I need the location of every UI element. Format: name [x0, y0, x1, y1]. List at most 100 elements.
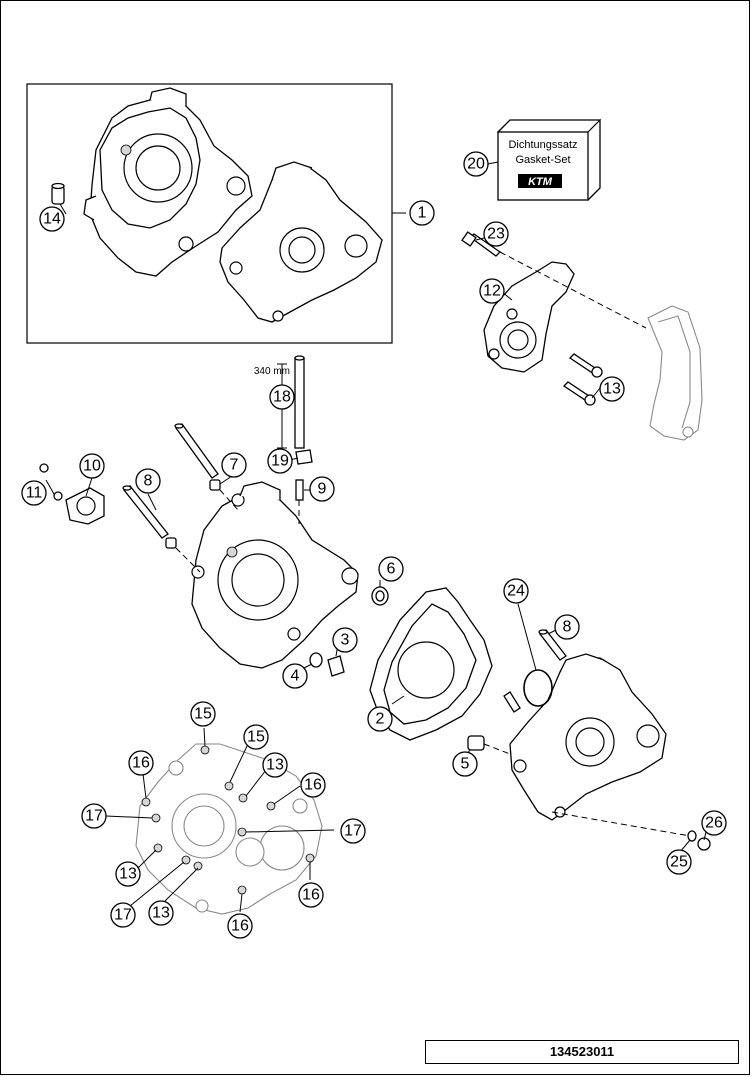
- svg-text:18: 18: [273, 389, 291, 406]
- callout-7: 7: [221, 452, 247, 478]
- callout-12: 12: [479, 278, 505, 304]
- svg-text:13: 13: [119, 866, 137, 883]
- washer-25: [687, 830, 697, 842]
- screw-plug-3: [327, 655, 345, 677]
- svg-text:10: 10: [83, 458, 101, 475]
- svg-text:15: 15: [194, 706, 212, 723]
- dowel-7: [174, 423, 221, 491]
- callout-3: 3: [332, 627, 358, 653]
- svg-text:16: 16: [304, 777, 322, 794]
- dowel-8-left: [122, 485, 177, 549]
- svg-text:13: 13: [603, 381, 621, 398]
- callout-13-c: 13: [115, 861, 141, 887]
- callout-5: 5: [452, 751, 478, 777]
- callout-1: 1: [409, 200, 435, 226]
- svg-text:25: 25: [670, 854, 688, 871]
- bolt-23-axis: [499, 251, 647, 329]
- crankcase-left-half-top: [83, 87, 253, 277]
- callout-17-b: 17: [340, 818, 366, 844]
- callout-8-right: 8: [554, 614, 580, 640]
- tube-18: [294, 355, 305, 449]
- svg-text:14: 14: [43, 211, 61, 228]
- bush-5: [467, 735, 511, 755]
- dimension-label: 340 mm: [254, 366, 290, 377]
- callout-13-b: 13: [262, 752, 288, 778]
- svg-text:1: 1: [418, 205, 427, 222]
- dowel-pin-14: [51, 182, 65, 205]
- svg-text:17: 17: [114, 907, 132, 924]
- callout-14: 14: [39, 206, 65, 232]
- svg-text:13: 13: [152, 905, 170, 922]
- screws-11: [39, 463, 63, 501]
- svg-text:17: 17: [344, 823, 362, 840]
- bolts-13-bracket: [562, 353, 603, 406]
- gasket-set-label-en: Gasket-Set: [515, 154, 570, 166]
- svg-text:7: 7: [230, 457, 239, 474]
- callout-13-bracket: 13: [599, 376, 625, 402]
- circlip-24: [523, 669, 553, 707]
- svg-text:16: 16: [132, 755, 150, 772]
- callout-24: 24: [503, 578, 529, 604]
- callout-19: 19: [267, 448, 293, 474]
- callout-16-a: 16: [128, 750, 154, 776]
- svg-text:2: 2: [376, 711, 385, 728]
- svg-text:8: 8: [144, 473, 153, 490]
- svg-text:23: 23: [487, 226, 505, 243]
- gasket-2: [369, 587, 493, 741]
- gasket-set-box: Dichtungssatz Gasket-Set KTM: [497, 118, 602, 201]
- svg-text:11: 11: [26, 485, 43, 502]
- bush-6: [371, 586, 389, 606]
- svg-text:26: 26: [705, 815, 723, 832]
- callout-16-d: 16: [227, 913, 253, 939]
- callout-2: 2: [367, 706, 393, 732]
- callout-26: 26: [701, 810, 727, 836]
- crankcase-left-half: [191, 481, 359, 669]
- svg-text:19: 19: [271, 453, 289, 470]
- leader-lines: [45, 161, 707, 913]
- seal-ring-4: [309, 652, 323, 668]
- svg-text:4: 4: [291, 668, 300, 685]
- crankcase-right-half-top: [219, 161, 383, 323]
- svg-text:15: 15: [247, 729, 265, 746]
- svg-text:13: 13: [266, 757, 284, 774]
- clip-19: [295, 449, 313, 465]
- svg-text:16: 16: [231, 918, 249, 935]
- callout-10: 10: [79, 453, 105, 479]
- svg-text:17: 17: [85, 808, 103, 825]
- ktm-logo: KTM: [528, 176, 553, 188]
- callout-15-b: 15: [243, 724, 269, 750]
- crankcase-stud-view: [135, 743, 323, 915]
- svg-text:24: 24: [507, 583, 525, 600]
- cover-plate-10: [65, 487, 105, 525]
- svg-text:16: 16: [302, 887, 320, 904]
- svg-text:6: 6: [387, 561, 396, 578]
- svg-text:5: 5: [461, 756, 470, 773]
- callout-6: 6: [378, 556, 404, 582]
- callout-25: 25: [666, 849, 692, 875]
- svg-text:3: 3: [341, 632, 350, 649]
- svg-text:9: 9: [318, 481, 327, 498]
- callout-13-d: 13: [148, 900, 174, 926]
- nipple-9: [295, 479, 304, 524]
- callout-23: 23: [483, 221, 509, 247]
- svg-text:20: 20: [467, 156, 485, 173]
- dowel-8-right: [503, 629, 567, 713]
- callout-4: 4: [282, 663, 308, 689]
- svg-text:8: 8: [563, 619, 572, 636]
- frame-tube: [647, 305, 703, 441]
- callout-20: 20: [463, 151, 489, 177]
- crankcase-right-half: [509, 653, 667, 821]
- callout-11: 11: [21, 480, 47, 506]
- callout-8-left: 8: [135, 468, 161, 494]
- svg-text:12: 12: [483, 283, 501, 300]
- callout-18: 18: [269, 384, 295, 410]
- drawing-number: 134523011: [425, 1040, 739, 1064]
- callout-16-b: 16: [300, 772, 326, 798]
- callout-9: 9: [309, 476, 335, 502]
- callout-17-a: 17: [81, 803, 107, 829]
- engine-bracket-12: [483, 261, 575, 373]
- callout-17-c: 17: [110, 902, 136, 928]
- callout-16-c: 16: [298, 882, 324, 908]
